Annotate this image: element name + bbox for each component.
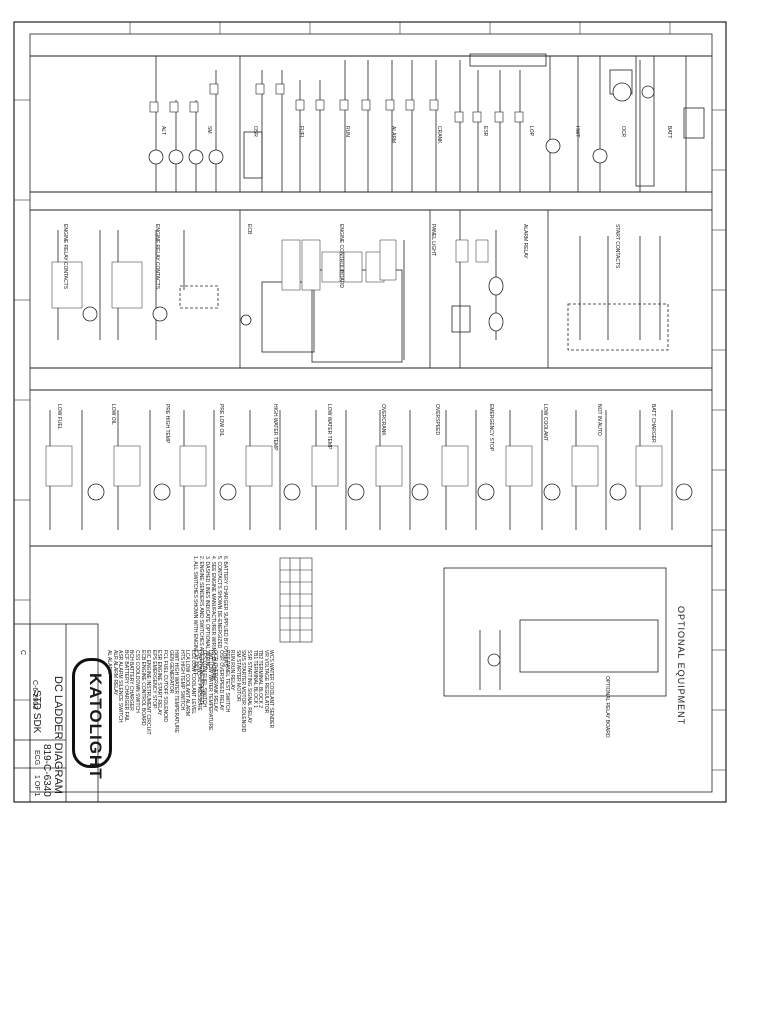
top-rung-label: ALARM [390, 126, 396, 144]
middle-rung-label: ENGINE RELAY CONTACTS [62, 224, 68, 290]
bottom-rung-label: NOT IN AUTO [596, 404, 602, 436]
bottom-rung-label: LOW WATER TEMP [326, 404, 332, 450]
top-rung-label: OCR [620, 126, 626, 138]
logo-text: KATOLIGHT [86, 673, 105, 780]
optional-equipment-box [443, 567, 667, 697]
bottom-rung-label: PRE LOW OIL [218, 404, 224, 437]
top-terminal-blocks [149, 83, 524, 123]
inner-border [29, 33, 713, 793]
middle-rung-label: START CONTACTS [614, 224, 620, 269]
katolight-logo: KATOLIGHT [72, 658, 112, 780]
middle-rung-label: ENGINE RELAY CONTACTS [154, 224, 160, 290]
top-rung-label: LOP [528, 126, 534, 137]
top-rung-label: CRANK [436, 126, 442, 144]
bottom-rung-label: HIGH WATER TEMP [272, 404, 278, 451]
top-rung-label: BATT [666, 126, 672, 139]
middle-rung-label: ALARM RELAY [522, 224, 528, 259]
middle-rung-label: ENGINE CONTROL BOARD [338, 224, 344, 288]
middle-rung-label: ECB [246, 224, 252, 235]
drawn-by: STD SDK [31, 690, 42, 734]
sheet-number: 1 OF 1 [33, 775, 40, 797]
bottom-rung-label: PRE HIGH TEMP [164, 404, 170, 444]
bottom-rung-label: OVERCRANK [380, 404, 386, 436]
top-section-coils [148, 82, 655, 165]
bottom-rung-label: EMERGENCY STOP [488, 404, 494, 452]
ladder-rails [30, 55, 712, 547]
title-block [13, 623, 99, 803]
middle-rung-label: PANEL LIGHT [430, 224, 436, 256]
drawing-title: DC LADDER DIAGRAM [52, 676, 64, 794]
middle-coils [82, 276, 504, 332]
top-rung-label: RUN [344, 126, 350, 137]
note-line: 6. BATTERY CHARGER SUPPLIED BY OTHERS [222, 556, 228, 667]
grid-ticks [14, 22, 726, 771]
bottom-rung-label: OVERSPEED [434, 404, 440, 436]
top-rung-label: SM [206, 126, 212, 134]
checked-by: ECG [33, 750, 40, 766]
top-rung-label: ALT [160, 126, 166, 135]
drawing-number: 819-C-6340 [41, 744, 52, 797]
bottom-relay-coils [87, 483, 693, 501]
legend-table-grid [279, 557, 313, 643]
bottom-rung-label: LOW FUEL [56, 404, 62, 430]
bottom-rung-label: LOW OIL [110, 404, 116, 425]
top-rung-label: FUEL [298, 126, 304, 139]
top-rung-label: ESR [482, 126, 488, 137]
revision: C [19, 650, 26, 656]
bottom-rung-label: LOW COOLANT [542, 404, 548, 441]
legend-entry: WCS WATER COOLANT SENDER [268, 650, 275, 729]
optional-equipment-label: OPTIONAL EQUIPMENT [676, 606, 686, 726]
bottom-terminal-stacks [45, 445, 663, 487]
bottom-rung-label: BATT CHARGER [650, 404, 656, 443]
top-rung-label: HWT [574, 126, 580, 138]
outer-border [13, 21, 727, 803]
middle-terminal-stacks [51, 239, 489, 309]
top-rung-label: OSR [252, 126, 258, 137]
optional-relay-board-label: OPTIONAL RELAY BOARD [604, 676, 610, 738]
middle-section [57, 210, 669, 368]
top-section-rungs [155, 53, 705, 192]
